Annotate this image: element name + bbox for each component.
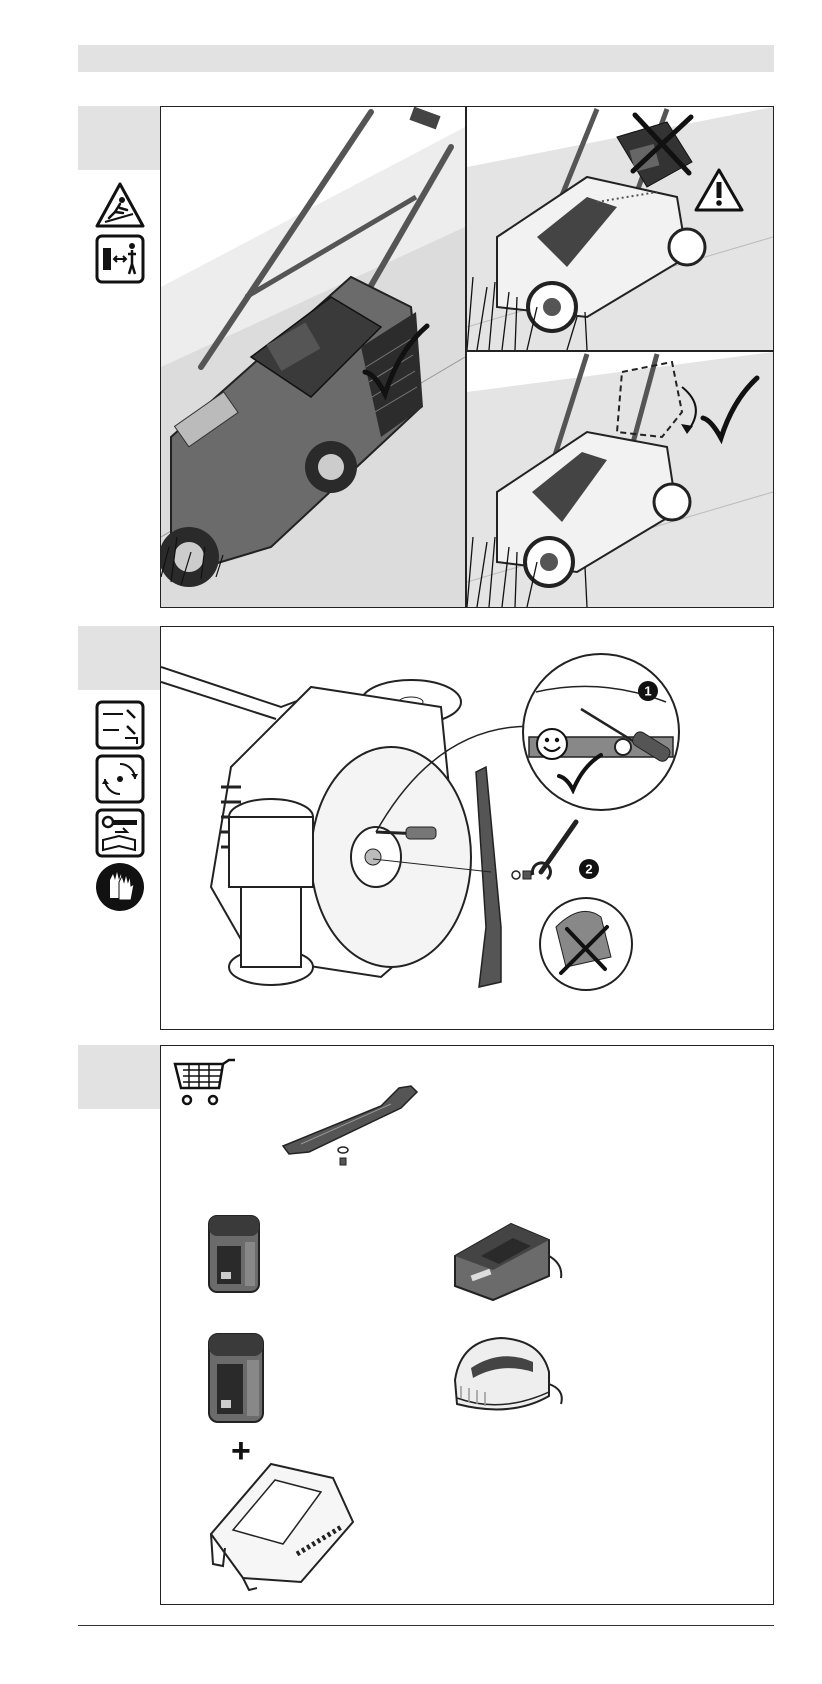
cross-mark-icon xyxy=(627,109,697,179)
mower-crossing-slope-figure xyxy=(161,107,465,607)
section-3-tab xyxy=(78,1045,160,1109)
footer-rule xyxy=(78,1625,774,1626)
section-2-panel: 1 2 xyxy=(160,626,774,1030)
svg-text:2: 2 xyxy=(585,862,592,877)
section-1-panel xyxy=(160,106,774,608)
header-bar xyxy=(78,45,774,72)
wait-rotor-stop-icon xyxy=(93,754,147,804)
svg-text:1: 1 xyxy=(644,684,651,699)
battery-small xyxy=(205,1210,265,1296)
fast-charger xyxy=(451,1216,571,1306)
callout-2: 2 xyxy=(577,857,601,881)
check-mark-icon xyxy=(555,752,605,794)
wear-gloves-icon xyxy=(93,862,147,912)
replacement-blade xyxy=(281,1066,421,1166)
keep-bystanders-away-icon xyxy=(93,234,147,284)
disconnect-battery-icon xyxy=(93,700,147,750)
section-2-tab xyxy=(78,626,160,690)
section-3-panel: + xyxy=(160,1045,774,1605)
warning-triangle-icon xyxy=(693,167,745,213)
operator-slip-hazard-icon xyxy=(93,180,147,230)
callout-1: 1 xyxy=(636,679,660,703)
standard-charger xyxy=(451,1332,571,1422)
remove-key-read-manual-icon xyxy=(93,808,147,858)
check-mark-icon xyxy=(361,322,431,402)
shopping-cart-icon xyxy=(173,1058,237,1106)
battery-large xyxy=(205,1330,269,1426)
cross-mark-icon xyxy=(553,919,615,981)
section-1-tab xyxy=(78,106,160,170)
grass-catcher-box xyxy=(203,1456,363,1591)
blade-replacement-figure: 1 2 xyxy=(161,627,773,1029)
mower-with-catcher-on-slope-figure xyxy=(467,107,773,350)
check-mark-icon xyxy=(699,374,761,444)
mower-catcher-removed-on-slope-figure xyxy=(467,352,773,607)
